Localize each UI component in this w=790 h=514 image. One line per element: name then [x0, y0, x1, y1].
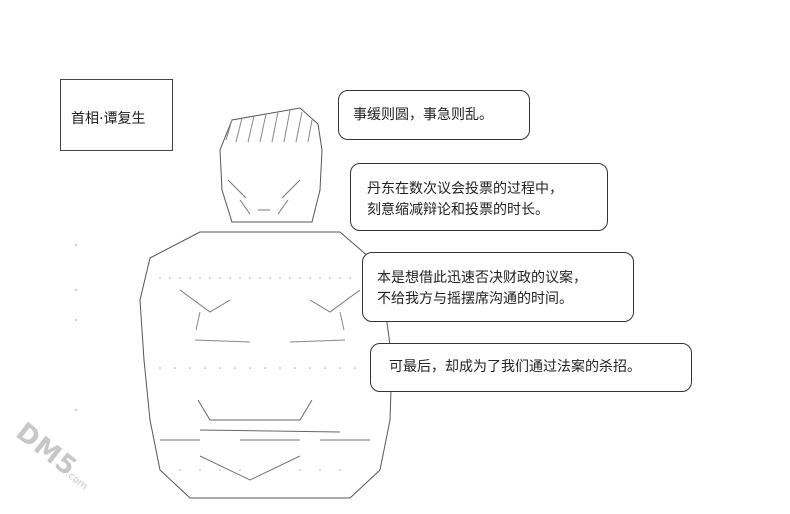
watermark-suffix: .com — [63, 468, 90, 493]
hair-lines — [225, 109, 313, 143]
collar — [179, 289, 361, 313]
bubble-4-line-1: 可最后，却成为了我们通过法案的杀招。 — [389, 359, 641, 375]
bubble-2-line-2: 刻意缩减辩论和投票的时长。 — [367, 202, 549, 218]
speech-bubble-3: 本是想借此迅速否决财政的议案， 不给我方与摇摆席沟通的时间。 — [362, 252, 634, 322]
bubble-2-line-1: 丹东在数次议会投票的过程中， — [367, 181, 563, 197]
character-name: 首相·谭复生 — [71, 111, 146, 127]
speech-bubble-1: 事缓则圆，事急则乱。 — [338, 90, 530, 140]
bubble-1-line-1: 事缓则圆，事急则乱。 — [353, 107, 493, 123]
bubble-3-line-2: 不给我方与摇摆席沟通的时间。 — [377, 291, 573, 307]
lower-lines — [160, 439, 370, 481]
speech-bubble-2: 丹东在数次议会投票的过程中， 刻意缩减辩论和投票的时长。 — [350, 163, 608, 231]
character-name-box: 首相·谭复生 — [60, 79, 173, 151]
chest-band — [197, 399, 341, 433]
face-lines — [227, 179, 301, 215]
coat-lines — [194, 311, 346, 343]
body-outline — [139, 231, 393, 499]
speech-bubble-4: 可最后，却成为了我们通过法案的杀招。 — [370, 343, 692, 392]
site-watermark-logo: DM5 .com — [10, 405, 104, 497]
bubble-3-line-1: 本是想借此迅速否决财政的议案， — [377, 270, 587, 286]
head-outline — [219, 107, 323, 223]
